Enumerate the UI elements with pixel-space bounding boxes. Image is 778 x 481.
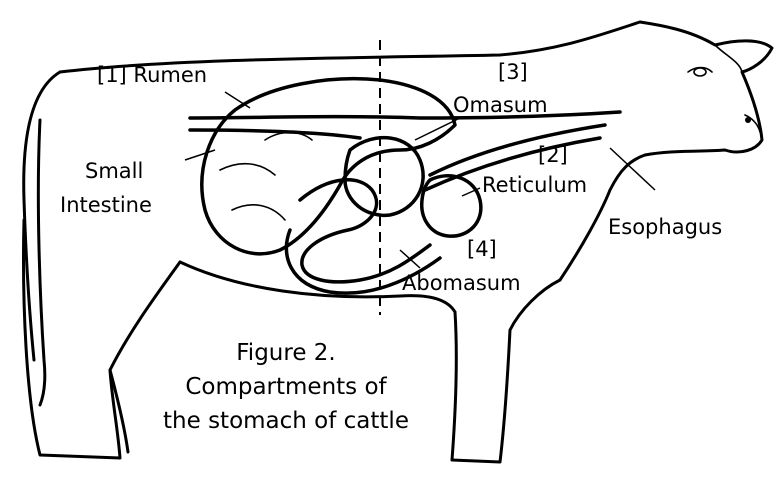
abomasum-organ [300,180,430,282]
caption-line3: the stomach of cattle [163,408,409,434]
label-omasum: Omasum [453,93,548,117]
label-abomasum: Abomasum [402,271,521,295]
label-reticulum-number: [2] [538,143,568,167]
reticulum-organ [422,176,481,236]
label-omasum-number: [3] [498,60,528,84]
cow-outline [24,22,772,462]
label-abomasum-number: [4] [467,237,497,261]
label-small-intestine-line1: Small [85,159,143,183]
caption-line1: Figure 2. [236,340,335,366]
omasum-organ [345,138,423,216]
label-rumen: [1] Rumen [97,63,207,87]
rumen-organ [202,79,455,254]
label-small-intestine-line2: Intestine [60,193,152,217]
caption-line2: Compartments of [185,374,387,400]
label-esophagus: Esophagus [608,215,722,239]
esophagus-tube [190,112,620,118]
label-reticulum: Reticulum [482,173,587,197]
